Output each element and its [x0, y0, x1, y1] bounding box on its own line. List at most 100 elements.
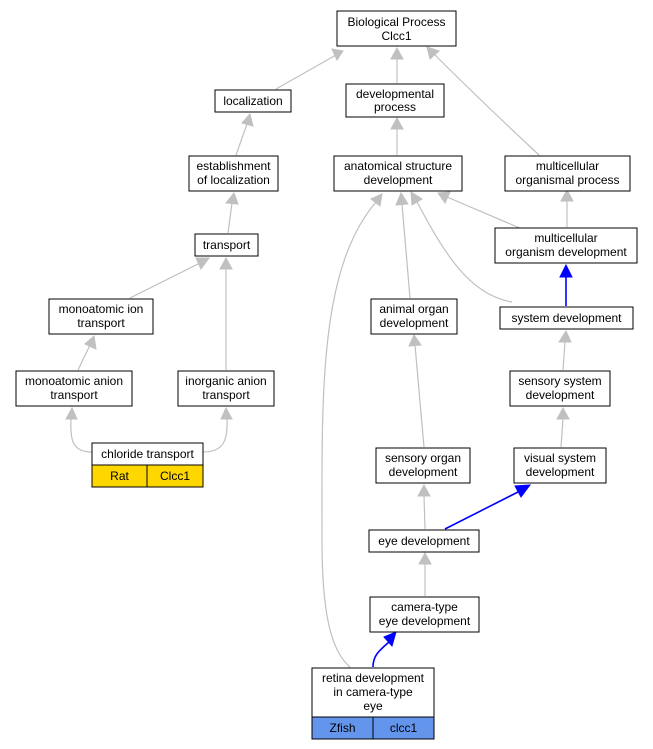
node-label-line: transport	[202, 388, 250, 402]
edge-chloride-to-anion-transport	[70, 417, 93, 453]
graph-edges	[65, 46, 574, 668]
annotation-gene-label: clcc1	[390, 721, 418, 735]
node-multicellular-organismal-process[interactable]: multicellular organismal process	[504, 155, 631, 192]
arrowhead	[331, 48, 344, 62]
node-label-line: eye development	[378, 534, 470, 548]
arrowhead	[558, 329, 572, 343]
edge-animal-organ-to-anatomical	[401, 203, 411, 299]
node-sensory-organ-development[interactable]: sensory organ development	[375, 447, 471, 484]
annotation-species-label: Zfish	[329, 721, 355, 735]
node-label-line: transport	[203, 238, 251, 252]
arrowhead	[241, 112, 254, 127]
edge-localization-to-biological-process	[275, 54, 337, 90]
gene-cell-rat	[146, 464, 204, 488]
node-chloride-transport[interactable]: chloride transport Rat Clcc1	[91, 442, 204, 488]
arrowhead	[390, 116, 404, 130]
node-anatomical-structure-development[interactable]: anatomical structure development	[333, 155, 463, 192]
graph-nodes: Biological Process Clcc1 localization de…	[15, 10, 638, 740]
node-inorganic-anion-transport[interactable]: inorganic anion transport	[177, 370, 275, 407]
node-sensory-system-development[interactable]: sensory system development	[509, 370, 611, 407]
node-label-line: Biological Process	[347, 15, 445, 29]
arrowhead	[220, 406, 233, 420]
node-label-line: system development	[511, 311, 622, 325]
node-label-line: camera-type	[391, 600, 458, 614]
arrowhead	[395, 191, 409, 206]
node-label-line: organism development	[505, 245, 627, 259]
annotation-species-label: Rat	[110, 469, 129, 483]
node-monoatomic-ion-transport[interactable]: monoatomic ion transport	[48, 298, 154, 335]
node-label-line: organismal process	[515, 173, 619, 187]
node-label-line: establishment	[196, 159, 271, 173]
node-label-line: animal organ	[379, 302, 448, 316]
node-label-line: process	[374, 100, 416, 114]
node-label-line: monoatomic anion	[25, 374, 123, 388]
arrowhead	[437, 191, 451, 205]
node-label-line: development	[380, 316, 449, 330]
node-label-line: development	[526, 388, 595, 402]
arrowhead	[514, 484, 532, 498]
node-animal-organ-development[interactable]: animal organ development	[370, 298, 458, 335]
arrowhead	[65, 406, 78, 420]
node-label-line: transport	[50, 388, 98, 402]
arrowhead	[556, 406, 570, 420]
node-label-line: chloride transport	[101, 447, 194, 461]
node-system-development[interactable]: system development	[499, 306, 634, 330]
node-label-line: Clcc1	[381, 29, 411, 43]
node-developmental-process[interactable]: developmental process	[345, 83, 445, 118]
node-eye-development[interactable]: eye development	[368, 529, 480, 553]
node-camera-type-eye-development[interactable]: camera-type eye development	[369, 596, 480, 633]
arrowhead	[426, 46, 440, 60]
edge-eye-to-visual-system	[444, 490, 521, 530]
arrowhead	[219, 256, 233, 270]
edge-transport-to-establishment	[227, 202, 233, 234]
node-localization[interactable]: localization	[214, 89, 292, 113]
node-label-line: retina development	[322, 671, 425, 685]
edge-multicellular-organismal-process-to-biological-process	[433, 53, 540, 156]
annotation-gene-label: Clcc1	[160, 469, 190, 483]
edge-sensory-organ-to-animal-organ	[414, 344, 425, 448]
node-label-line: multicellular	[534, 231, 597, 245]
gene-cell-zfish	[372, 716, 435, 740]
arrowhead	[410, 191, 423, 206]
arrowhead	[417, 483, 431, 497]
node-retina-development[interactable]: retina development in camera-type eye Zf…	[311, 667, 435, 740]
node-multicellular-organism-development[interactable]: multicellular organism development	[494, 227, 638, 264]
arrowhead	[560, 188, 574, 202]
arrowhead	[418, 551, 432, 565]
node-label-line: of localization	[197, 173, 270, 187]
edge-establishment-to-localization	[235, 123, 248, 156]
edge-chloride-to-inorganic-anion	[202, 417, 228, 453]
edge-system-development-to-anatomical	[415, 199, 513, 303]
edge-visual-to-sensory-system	[560, 417, 564, 448]
arrowhead	[225, 191, 239, 205]
node-transport[interactable]: transport	[194, 233, 259, 257]
node-label-line: inorganic anion	[185, 374, 266, 388]
node-visual-system-development[interactable]: visual system development	[513, 447, 607, 484]
arrowhead	[84, 335, 97, 350]
node-label-line: localization	[223, 94, 282, 108]
node-label-line: sensory organ	[385, 451, 461, 465]
node-label-line: eye	[363, 699, 383, 713]
edge-anion-to-ion-transport	[77, 344, 91, 371]
node-label-line: development	[389, 465, 458, 479]
node-biological-process[interactable]: Biological Process Clcc1	[336, 10, 457, 47]
arrowhead	[195, 257, 210, 270]
arrowhead	[559, 263, 573, 278]
arrowhead	[370, 193, 383, 207]
node-label-line: multicellular	[536, 159, 599, 173]
edge-ion-transport-to-transport	[129, 262, 201, 299]
edge-retina-to-camera-eye	[372, 641, 390, 668]
node-monoatomic-anion-transport[interactable]: monoatomic anion transport	[15, 370, 133, 407]
node-label-line: development	[364, 173, 433, 187]
node-label-line: in camera-type	[333, 685, 413, 699]
edge-sensory-system-to-system	[562, 340, 566, 371]
node-label-line: visual system	[524, 451, 596, 465]
node-label-line: development	[526, 465, 595, 479]
node-label-line: transport	[77, 316, 125, 330]
arrowhead	[408, 333, 422, 347]
node-label-line: developmental	[356, 87, 434, 101]
node-label-line: monoatomic ion	[59, 302, 144, 316]
node-label-line: sensory system	[518, 374, 601, 388]
node-establishment-of-localization[interactable]: establishment of localization	[188, 155, 279, 192]
